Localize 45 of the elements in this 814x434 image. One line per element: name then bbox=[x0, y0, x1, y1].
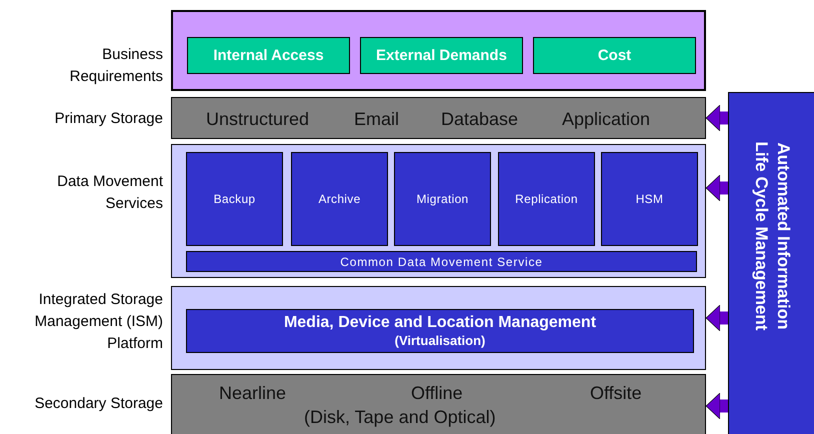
service-box bbox=[186, 152, 283, 246]
service-box bbox=[291, 152, 388, 246]
layer-label: Data Movement Services bbox=[56, 172, 163, 214]
service-label: Archive bbox=[318, 192, 361, 206]
management-bar bbox=[186, 309, 694, 353]
service-box bbox=[394, 152, 491, 246]
common-service-bar bbox=[186, 251, 697, 272]
storage-type-label: Email bbox=[354, 109, 400, 130]
requirement-label: Cost bbox=[598, 47, 632, 64]
service-box bbox=[601, 152, 698, 246]
lifecycle-label: Automated Information Life Cycle Management bbox=[751, 140, 794, 332]
requirement-label: Internal Access bbox=[213, 47, 324, 64]
requirement-label: External Demands bbox=[376, 47, 507, 64]
layer-label: Primary Storage bbox=[54, 109, 163, 129]
storage-type-label: Nearline bbox=[219, 383, 286, 404]
arrow bbox=[706, 392, 728, 420]
layer-label: Business Requirements bbox=[68, 45, 163, 87]
service-label: Migration bbox=[416, 192, 469, 206]
platform-band bbox=[171, 286, 706, 370]
storage-type-label: Offline bbox=[411, 383, 463, 404]
lifecycle-panel bbox=[728, 92, 814, 434]
service-box bbox=[498, 152, 595, 246]
service-label: Backup bbox=[214, 192, 256, 206]
service-label: HSM bbox=[636, 192, 664, 206]
requirement-box bbox=[533, 37, 696, 74]
storage-type-label: Offsite bbox=[590, 383, 642, 404]
storage-band bbox=[171, 97, 706, 139]
management-title: Media, Device and Location Management bbox=[284, 313, 596, 333]
arrow bbox=[706, 304, 728, 332]
management-subtitle: (Virtualisation) bbox=[394, 333, 486, 349]
requirement-box bbox=[360, 37, 523, 74]
storage-type-label: Unstructured bbox=[206, 109, 310, 130]
arrow bbox=[706, 174, 728, 202]
requirement-box bbox=[187, 37, 350, 74]
storage-type-label: Application bbox=[562, 109, 650, 130]
layer-label: Secondary Storage bbox=[34, 394, 163, 414]
service-label: Replication bbox=[515, 192, 578, 206]
storage-band bbox=[171, 374, 706, 434]
services-band bbox=[171, 144, 706, 278]
storage-type-label: (Disk, Tape and Optical) bbox=[304, 407, 496, 428]
requirements-band bbox=[171, 10, 706, 91]
layer-label: Integrated Storage Management (ISM) Platform bbox=[34, 290, 163, 354]
storage-type-label: Database bbox=[441, 109, 518, 130]
arrow bbox=[706, 104, 728, 132]
service-label: Common Data Movement Service bbox=[340, 254, 543, 268]
